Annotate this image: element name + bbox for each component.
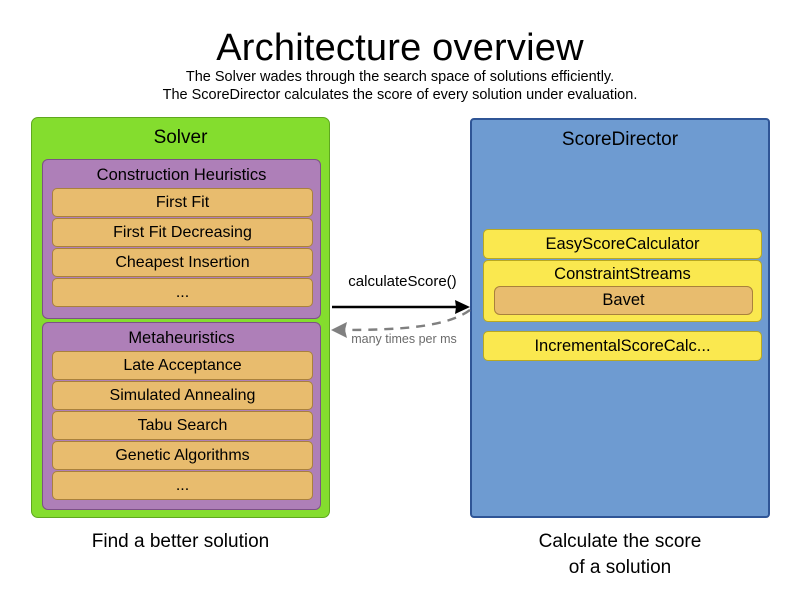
page-title: Architecture overview: [216, 27, 584, 69]
list-item[interactable]: Cheapest Insertion: [52, 248, 313, 277]
score-director-panel-title: ScoreDirector: [561, 129, 679, 150]
caption-line: Find a better solution: [91, 531, 270, 552]
solver-panel: Solver Construction Heuristics First Fit…: [31, 117, 330, 518]
calculator-label: ConstraintStreams: [554, 265, 691, 283]
caption-line: Calculate the score: [538, 531, 702, 552]
calculator-incremental-score-calculator[interactable]: IncrementalScoreCalc...: [483, 331, 762, 361]
group-construction-heuristics: Construction Heuristics First Fit First …: [42, 159, 321, 319]
list-item[interactable]: First Fit Decreasing: [52, 218, 313, 247]
list-item[interactable]: Late Acceptance: [52, 351, 313, 380]
caption-solver: Find a better solution: [31, 529, 330, 555]
arrow-calculate-score: [332, 300, 470, 314]
calculator-bavet[interactable]: Bavet: [494, 286, 753, 315]
caption-score-director: Calculate the score of a solution: [470, 529, 770, 581]
caption-line: of a solution: [568, 557, 672, 578]
solver-panel-title: Solver: [153, 127, 208, 148]
list-item[interactable]: ...: [52, 471, 313, 500]
group-title: Construction Heuristics: [96, 166, 267, 184]
subtitle-line-1: The Solver wades through the search spac…: [185, 69, 615, 85]
list-item[interactable]: Simulated Annealing: [52, 381, 313, 410]
group-metaheuristics: Metaheuristics Late Acceptance Simulated…: [42, 322, 321, 510]
score-director-panel: ScoreDirector EasyScoreCalculator Constr…: [470, 118, 770, 518]
arrow-label-many-times-per-ms: many times per ms: [351, 332, 457, 346]
list-item[interactable]: First Fit: [52, 188, 313, 217]
subtitle-line-2: The ScoreDirector calculates the score o…: [162, 87, 638, 103]
calculator-constraint-streams[interactable]: ConstraintStreams Bavet: [483, 260, 762, 322]
list-item[interactable]: Genetic Algorithms: [52, 441, 313, 470]
list-item[interactable]: Tabu Search: [52, 411, 313, 440]
arrow-label-calculate-score: calculateScore(): [348, 273, 457, 290]
calculator-easy-score-calculator[interactable]: EasyScoreCalculator: [483, 229, 762, 259]
group-title: Metaheuristics: [128, 329, 235, 347]
list-item[interactable]: ...: [52, 278, 313, 307]
